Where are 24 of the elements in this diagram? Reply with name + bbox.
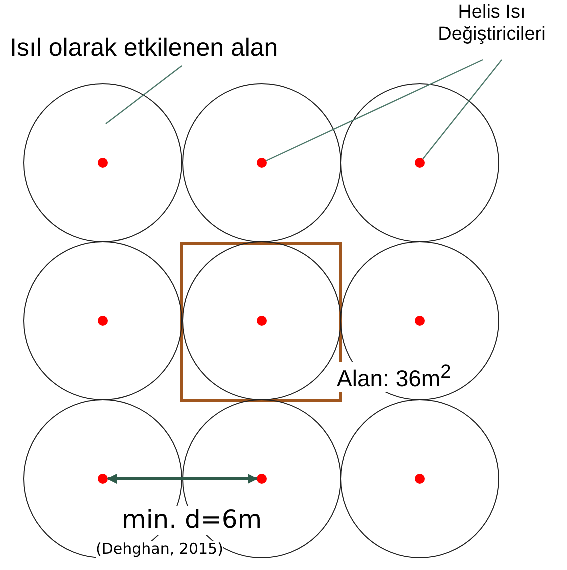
distance-label: min. d=6m: [122, 506, 262, 535]
leader-line: [266, 59, 484, 162]
thermal-zone-circle: [340, 400, 500, 558]
leader-line: [422, 60, 502, 160]
heat-exchanger-dot: [98, 158, 108, 168]
callout-text: Isıl olarak etkilenen alan: [10, 34, 278, 63]
double-arrow: [107, 474, 258, 484]
leader-line: [106, 66, 182, 124]
heat-exchanger-dot: [98, 316, 108, 326]
heat-exchanger-dot: [415, 158, 425, 168]
citation-text: (Dehghan, 2015): [96, 541, 224, 558]
heat-exchanger-dot: [257, 474, 267, 484]
thermal-zone-circle: [24, 84, 182, 242]
area-label: Alan: 36m$^{2}$: [337, 362, 452, 392]
heat-exchanger-dot: [415, 316, 425, 326]
heat-exchanger-dot: [257, 316, 267, 326]
heat-exchanger-dot: [98, 474, 108, 484]
thermal-zone-circle: [24, 242, 182, 400]
thermal-zone-circle: [182, 84, 342, 242]
heat-exchanger-dot: [415, 474, 425, 484]
heat-exchanger-dot: [257, 158, 267, 168]
callout-text: Helis Isı Değiştiricileri: [418, 2, 566, 46]
thermal-zone-circle: [182, 400, 342, 558]
thermal-zone-circle: [340, 84, 500, 242]
